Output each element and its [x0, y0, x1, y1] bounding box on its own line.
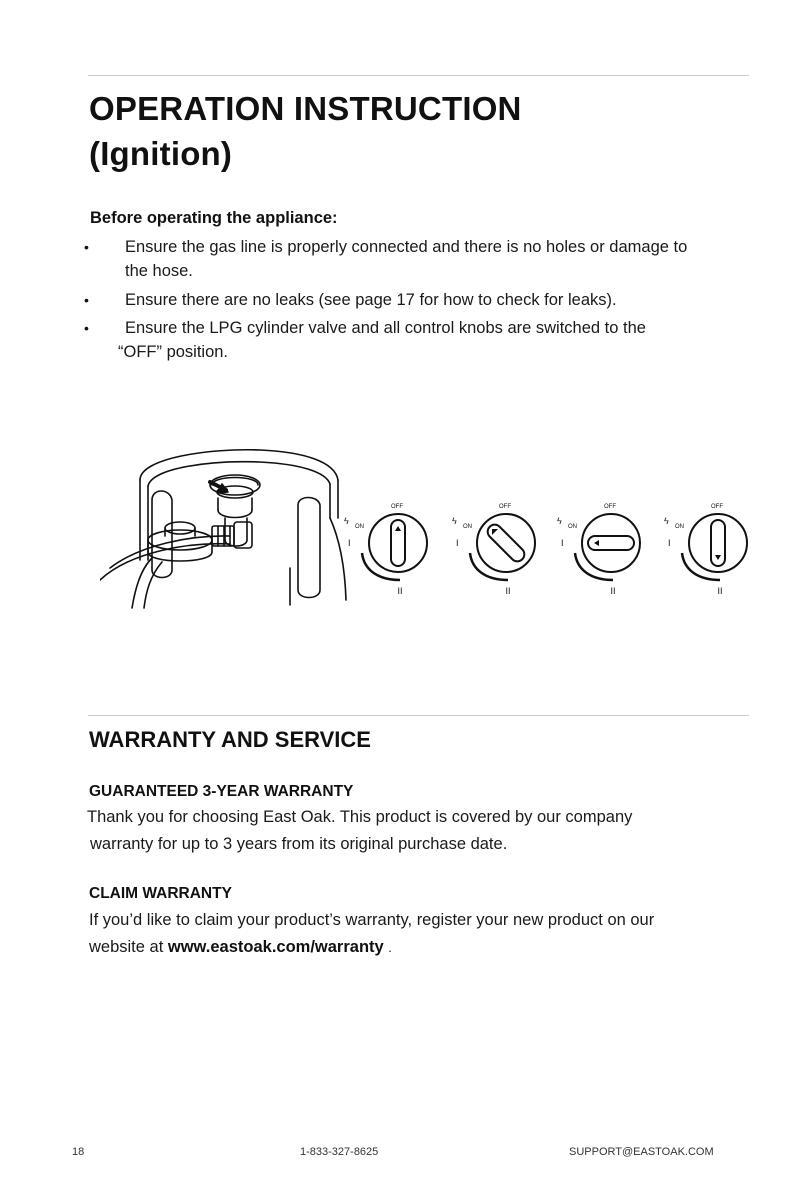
- bullet-marker: •: [84, 239, 89, 255]
- section-divider: [88, 715, 749, 716]
- page-number: 18: [72, 1146, 85, 1158]
- claim-text-line1: If you’d like to claim your product’s wa…: [89, 911, 655, 929]
- knob-position-one-label: I: [668, 538, 671, 548]
- control-knob-off-position: OFF ON ϟ I II: [344, 504, 428, 596]
- spark-icon: ϟ: [664, 516, 669, 526]
- claim-text-prefix: website at: [89, 938, 164, 956]
- warranty-link[interactable]: www.eastoak.com/warranty: [167, 938, 384, 956]
- warranty-section-title: WARRANTY AND SERVICE: [89, 727, 371, 752]
- bullet-item-line: the hose.: [125, 262, 193, 280]
- knob-off-label: OFF: [499, 504, 511, 510]
- bullet-marker: •: [84, 292, 89, 308]
- control-knob-low-position: OFF ON ϟ I II: [664, 504, 748, 596]
- control-knob-on-position: OFF ON ϟ I II: [557, 504, 641, 596]
- knob-on-label: ON: [355, 524, 364, 530]
- spark-icon: ϟ: [452, 516, 457, 526]
- bullet-marker: •: [84, 320, 89, 336]
- knob-position-two-label: II: [505, 586, 510, 596]
- page-title-line1: OPERATION INSTRUCTION: [89, 90, 522, 127]
- spark-icon: ϟ: [344, 516, 349, 526]
- bullet-item-line: “OFF” position.: [118, 343, 229, 361]
- claim-text-line2: website at www.eastoak.com/warranty .: [89, 935, 392, 960]
- claim-text-suffix: .: [388, 940, 392, 955]
- knob-off-label: OFF: [604, 504, 616, 510]
- before-operating-title: Before operating the appliance:: [90, 209, 338, 227]
- knob-position-one-label: I: [348, 538, 351, 548]
- bullet-item-line: Ensure there are no leaks (see page 17 f…: [125, 291, 617, 309]
- top-divider: [88, 75, 749, 76]
- knob-on-label: ON: [675, 524, 684, 530]
- knob-position-one-label: I: [456, 538, 459, 548]
- bullet-item-gas-line: Ensure the gas line is properly connecte…: [125, 235, 750, 283]
- page-title-line2: (Ignition): [89, 135, 233, 172]
- guarantee-title: GUARANTEED 3-YEAR WARRANTY: [89, 783, 354, 800]
- knob-off-label: OFF: [711, 504, 723, 510]
- bullet-item-line: Ensure the gas line is properly connecte…: [125, 238, 688, 256]
- knob-position-two-label: II: [717, 586, 722, 596]
- bullet-item-lpg-valve: Ensure the LPG cylinder valve and all co…: [125, 316, 750, 340]
- control-knob-ignition-position: OFF ON ϟ I II: [452, 504, 536, 596]
- guarantee-text-line1: Thank you for choosing East Oak. This pr…: [87, 808, 633, 826]
- knob-off-label: OFF: [391, 504, 403, 510]
- footer-phone: 1-833-327-8625: [300, 1146, 379, 1158]
- guarantee-text-line2: warranty for up to 3 years from its orig…: [90, 835, 508, 853]
- knob-position-two-label: II: [397, 586, 402, 596]
- knob-position-two-label: II: [610, 586, 615, 596]
- knob-on-label: ON: [463, 524, 472, 530]
- gas-cylinder-illustration: [100, 448, 347, 609]
- bullet-item-leaks: Ensure there are no leaks (see page 17 f…: [125, 288, 750, 312]
- spark-icon: ϟ: [557, 516, 562, 526]
- page-title: OPERATION INSTRUCTION (Ignition): [89, 86, 522, 176]
- footer-email: SUPPORT@EASTOAK.COM: [569, 1146, 714, 1158]
- claim-title: CLAIM WARRANTY: [89, 885, 232, 902]
- bullet-item-line: Ensure the LPG cylinder valve and all co…: [125, 319, 646, 337]
- knob-position-one-label: I: [561, 538, 564, 548]
- knob-on-label: ON: [568, 524, 577, 530]
